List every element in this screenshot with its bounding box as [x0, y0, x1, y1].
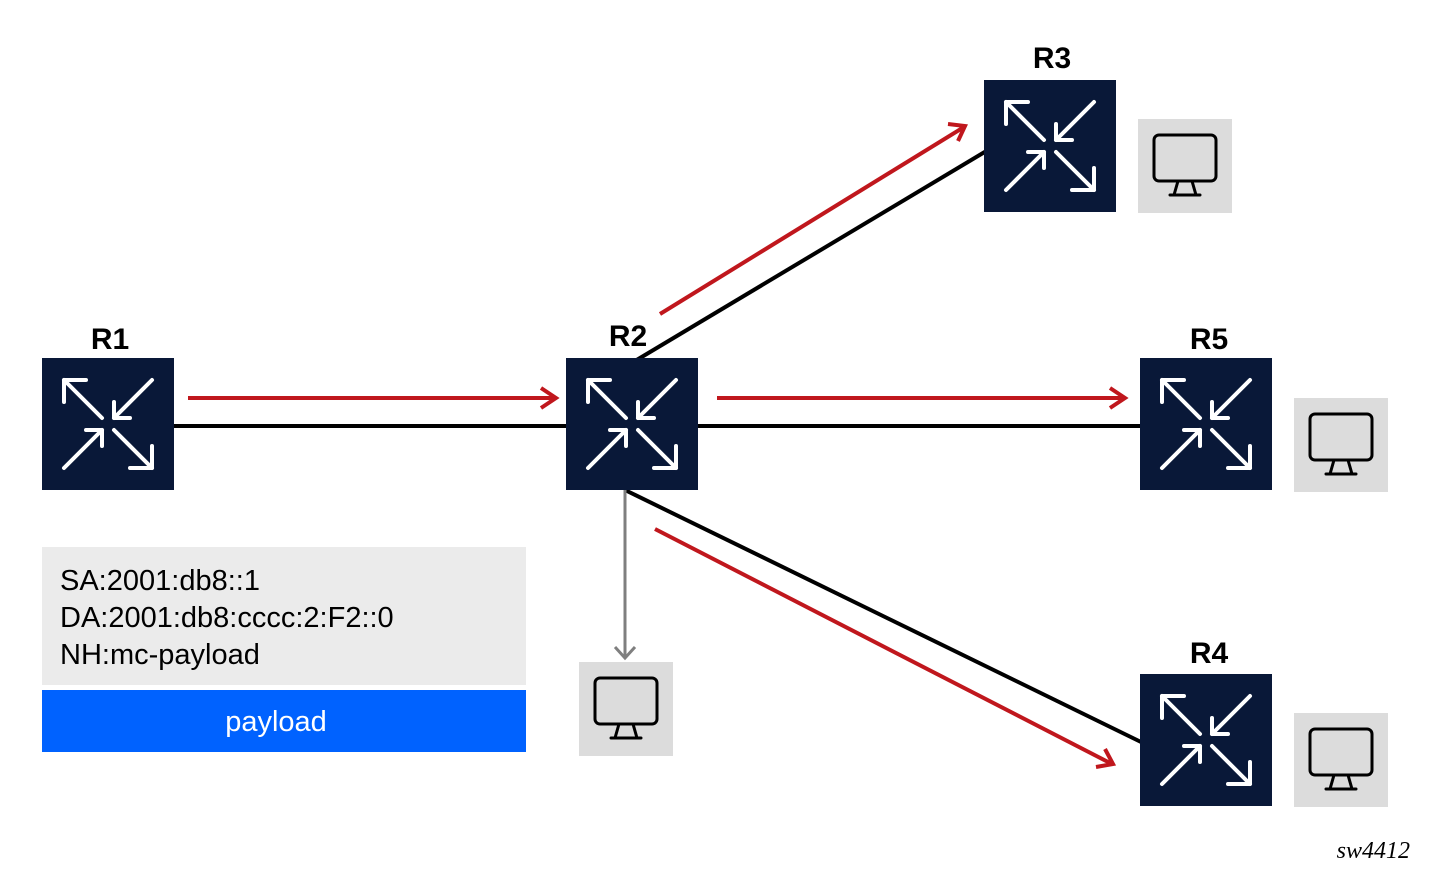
- figure-id: sw4412: [1337, 838, 1410, 864]
- packet: SA:2001:db8::1 DA:2001:db8:cccc:2:F2::0 …: [42, 547, 526, 752]
- header-line-sa: SA:2001:db8::1: [60, 565, 260, 597]
- payload-label: payload: [225, 706, 327, 738]
- header-line-nh: NH:mc-payload: [60, 639, 260, 671]
- router-label-r5: R5: [1190, 323, 1228, 356]
- router-r4[interactable]: [1140, 674, 1272, 806]
- host-r2[interactable]: [579, 662, 673, 756]
- host-r3[interactable]: [1138, 119, 1232, 213]
- local-delivery-arrow: [613, 490, 637, 661]
- router-r1[interactable]: [42, 358, 174, 490]
- flow-arrow-r1-r2: [188, 386, 560, 410]
- router-r5[interactable]: [1140, 358, 1272, 490]
- payload-box: [42, 690, 526, 752]
- packet-header-box: [42, 547, 526, 685]
- link-r2-r4: [624, 488, 1142, 744]
- router-label-r2: R2: [609, 320, 647, 353]
- flow-arrow-r2-r3: [658, 122, 968, 316]
- router-label-r4: R4: [1190, 637, 1229, 670]
- host-r5[interactable]: [1294, 398, 1388, 492]
- flow-arrow-r2-r4: [654, 527, 1117, 769]
- router-r2[interactable]: [566, 358, 698, 490]
- multicast-flows: [188, 122, 1129, 769]
- router-r3[interactable]: [984, 80, 1116, 212]
- router-label-r3: R3: [1033, 42, 1071, 75]
- header-line-da: DA:2001:db8:cccc:2:F2::0: [60, 602, 394, 634]
- router-label-r1: R1: [91, 323, 129, 356]
- link-r2-r3: [628, 148, 990, 366]
- host-r4[interactable]: [1294, 713, 1388, 807]
- links: [174, 148, 1142, 744]
- flow-arrow-r2-r5: [717, 386, 1129, 410]
